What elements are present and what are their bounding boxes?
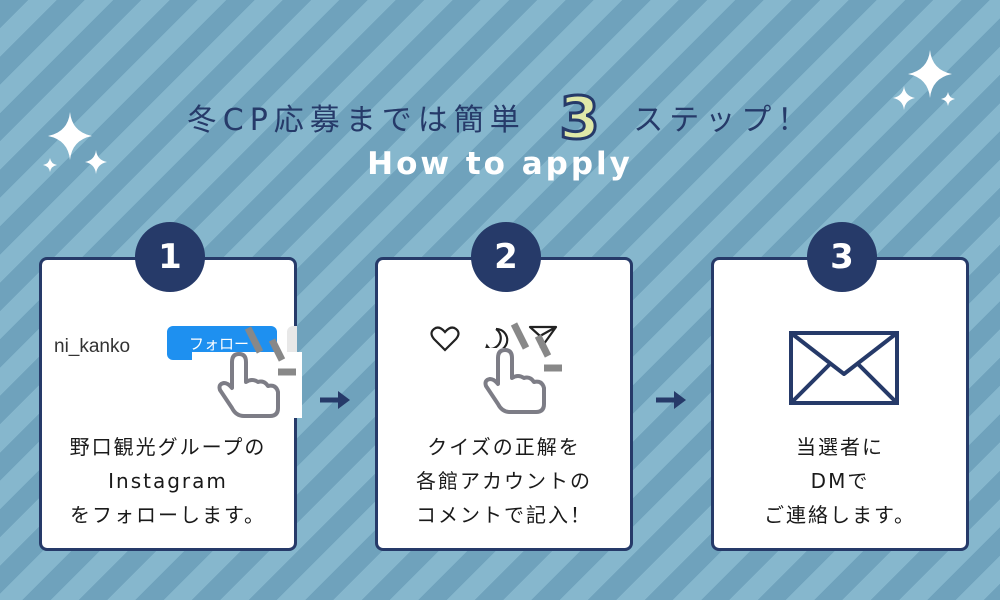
- sparkle-icon: [893, 50, 955, 110]
- step-description: 野口観光グループの Instagram をフォローします。: [42, 430, 294, 532]
- step-line: DMで: [810, 469, 870, 493]
- step-line: クイズの正解を: [427, 435, 581, 459]
- step-line: Instagram: [108, 469, 228, 493]
- title-prefix: 冬CP応募までは簡単: [186, 103, 526, 138]
- step-line: 各館アカウントの: [416, 469, 592, 493]
- step-card-3: 当選者に DMで ご連絡します。: [711, 257, 969, 551]
- arrow-right-icon: [320, 391, 350, 409]
- step-description: クイズの正解を 各館アカウントの コメントで記入！: [378, 430, 630, 532]
- title-step-count: 3: [558, 83, 601, 154]
- page-title: 冬CP応募までは簡単 3 ステップ！: [0, 83, 1000, 154]
- envelope-icon: [789, 331, 899, 405]
- instagram-handle: ni_kanko: [54, 336, 131, 357]
- adjacent-button: [287, 326, 297, 360]
- step-line: 当選者に: [796, 435, 884, 459]
- step-line: をフォローします。: [70, 503, 266, 527]
- pointing-hand-icon: [458, 322, 568, 414]
- step-card-2: クイズの正解を 各館アカウントの コメントで記入！: [375, 257, 633, 551]
- step-description: 当選者に DMで ご連絡します。: [714, 430, 966, 532]
- step-number-badge: 3: [807, 222, 877, 292]
- pointing-hand-icon: [192, 326, 302, 418]
- step-number-badge: 1: [135, 222, 205, 292]
- step-line: ご連絡します。: [764, 503, 916, 527]
- page-subtitle: How to apply: [367, 146, 633, 182]
- sparkle-icon: [43, 112, 107, 174]
- step-number-badge: 2: [471, 222, 541, 292]
- arrow-right-icon: [656, 391, 686, 409]
- step-card-1: ni_kanko フォロー 野口観光グループの Instagram をフォローし…: [39, 257, 302, 551]
- step-line: コメントで記入！: [416, 503, 592, 527]
- title-suffix: ステップ！: [633, 103, 814, 138]
- heart-icon: [430, 326, 460, 352]
- step-line: 野口観光グループの: [69, 435, 267, 459]
